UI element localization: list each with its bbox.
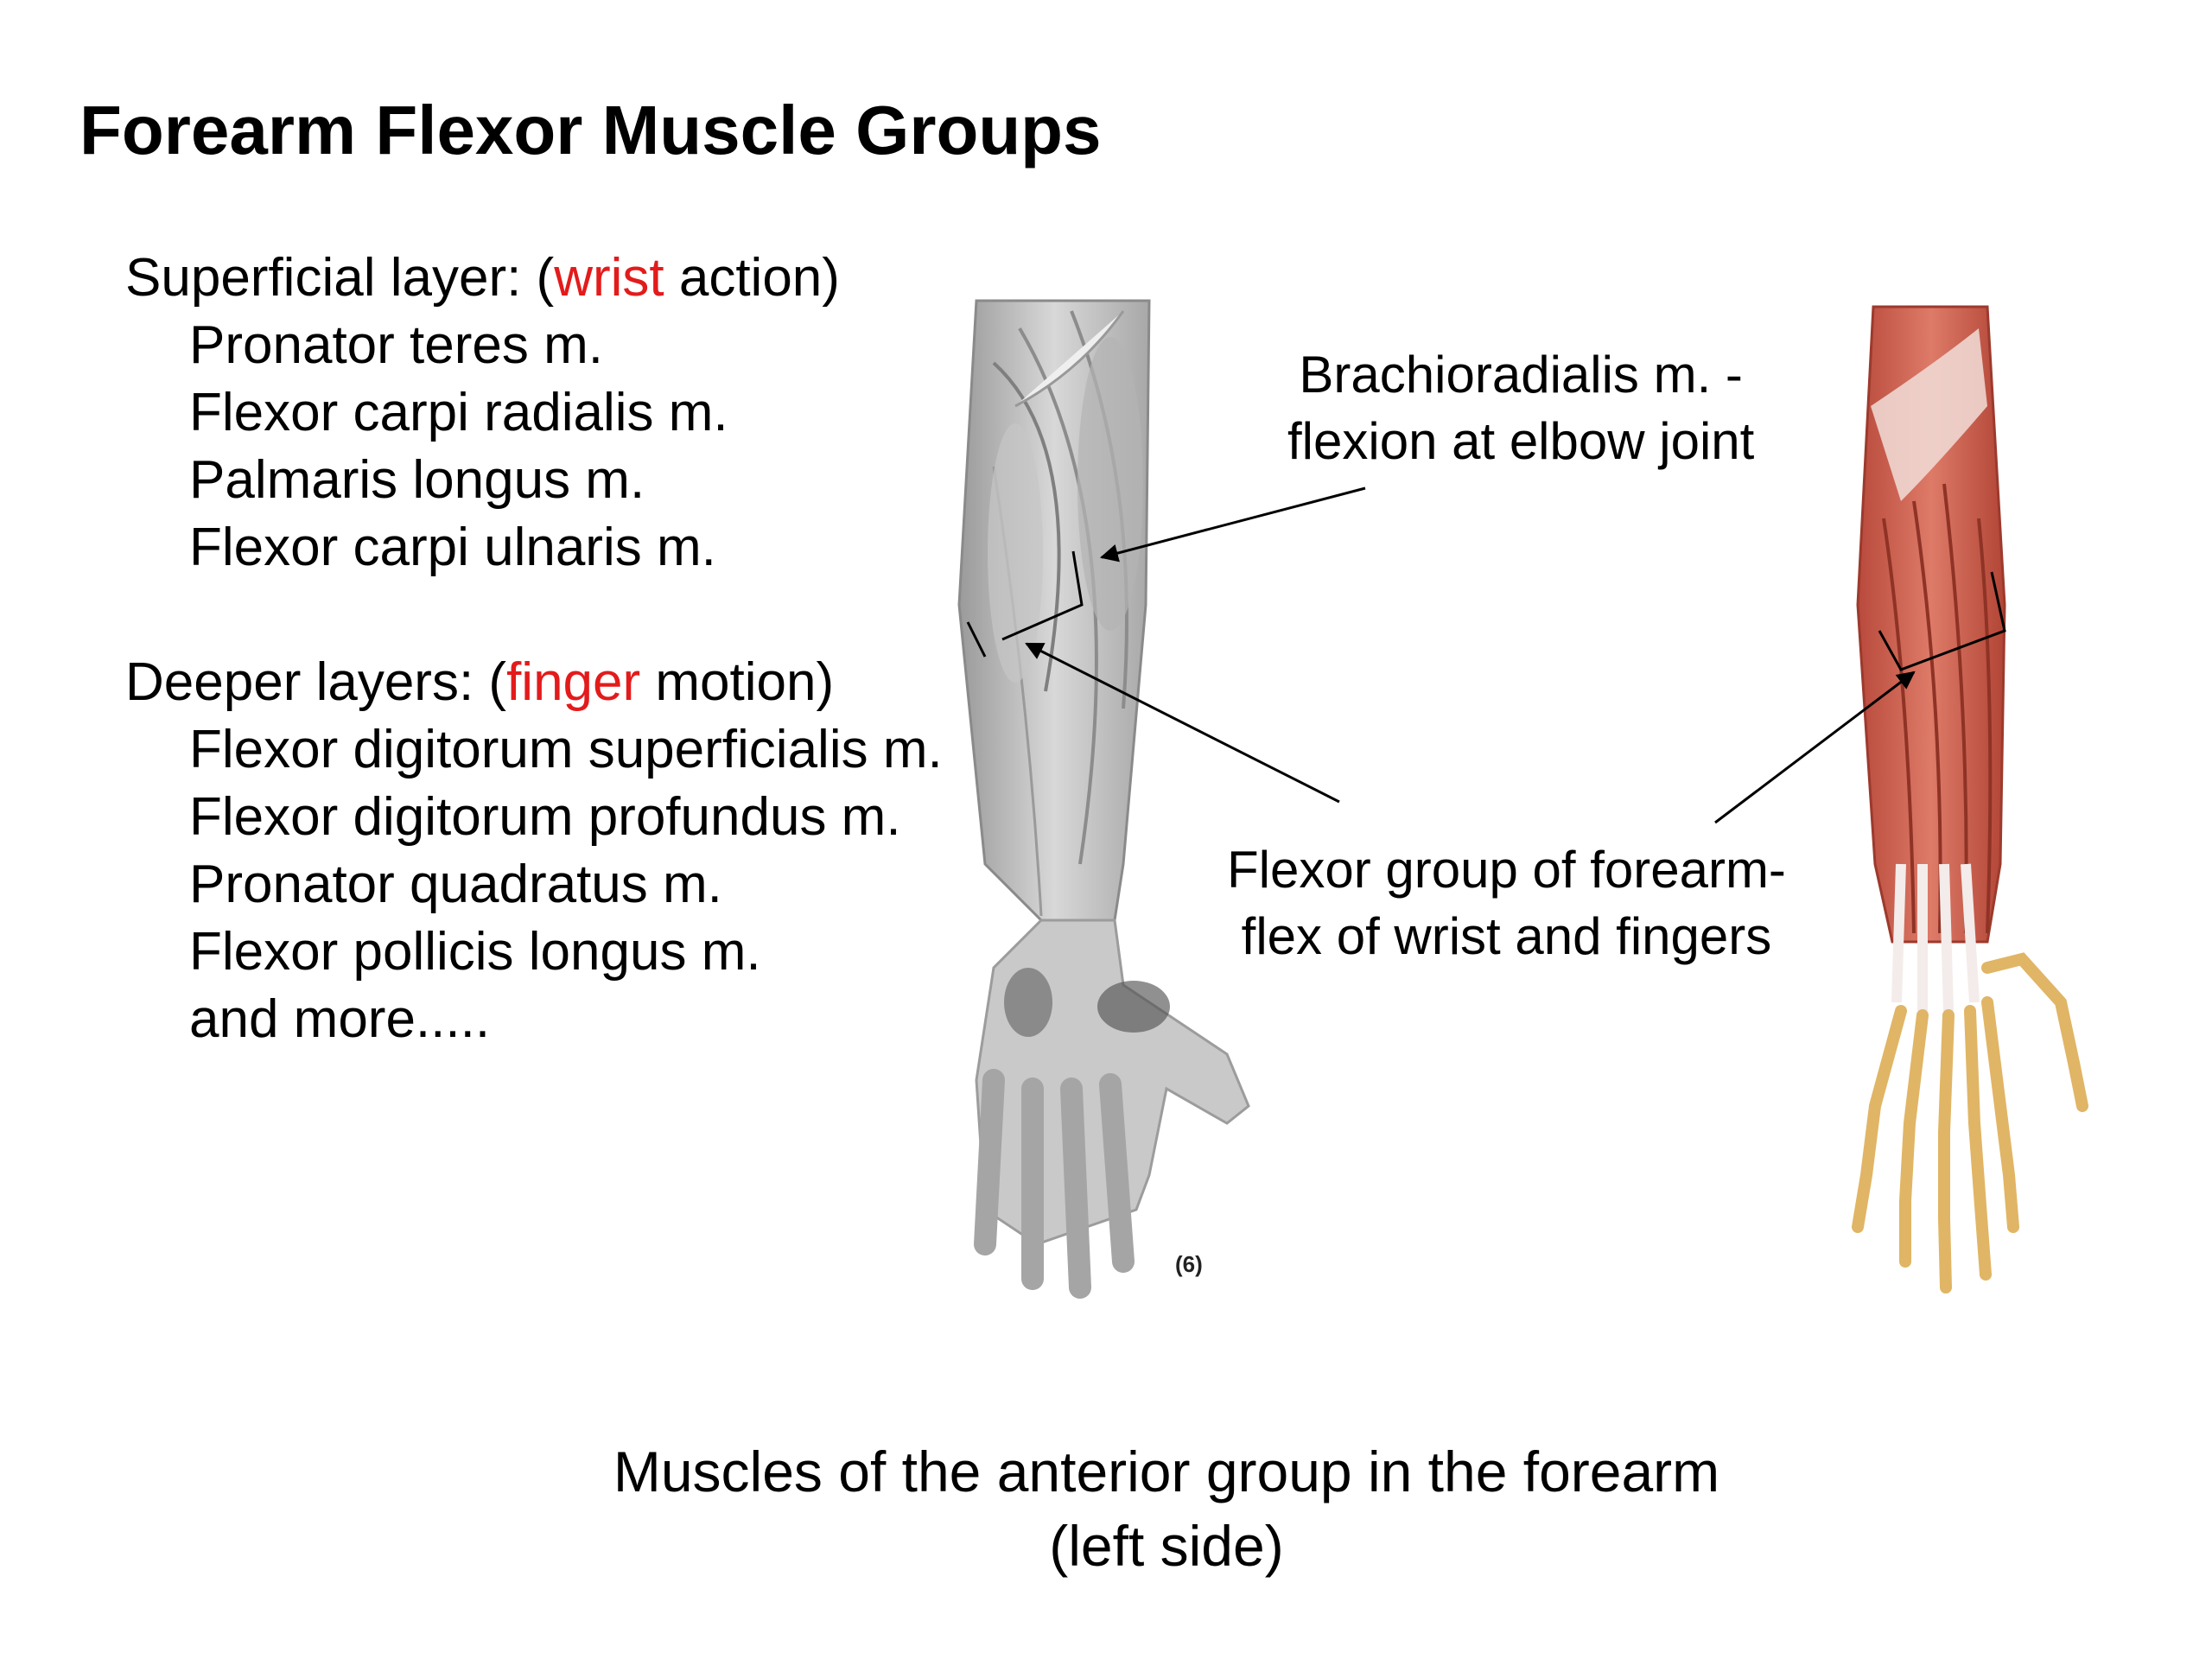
list-item: and more..... xyxy=(189,989,491,1049)
red-arm-illustration xyxy=(1852,305,2088,1294)
figure-number-label: (6) xyxy=(1175,1251,1203,1277)
deeper-suffix: motion) xyxy=(640,652,835,712)
arrow-brachioradialis xyxy=(1099,486,1366,563)
list-item: Flexor carpi radialis m. xyxy=(189,383,728,442)
list-item: Flexor carpi ulnaris m. xyxy=(189,518,716,577)
superficial-accent-word: wrist xyxy=(554,248,664,308)
list-item: Flexor digitorum profundus m. xyxy=(189,787,901,847)
list-item: Pronator quadratus m. xyxy=(189,855,722,914)
superficial-layer-section: Superficial layer: (wrist action) Pronat… xyxy=(125,245,840,582)
page-title: Forearm Flexor Muscle Groups xyxy=(79,92,1102,168)
list-item: Palmaris longus m. xyxy=(189,450,645,510)
figure-caption: Muscles of the anterior group in the for… xyxy=(0,1434,2212,1583)
superficial-prefix: Superficial layer: ( xyxy=(125,248,555,308)
flexor-group-label-line: Flexor group of forearm- xyxy=(1227,841,1786,899)
list-item: Flexor digitorum superficialis m. xyxy=(189,720,943,779)
arrow-flexor-left xyxy=(1025,642,1340,804)
list-item: Flexor pollicis longus m. xyxy=(189,922,761,982)
deeper-layers-section: Deeper layers: (finger motion) Flexor di… xyxy=(125,649,943,1053)
superficial-layer-heading: Superficial layer: (wrist action) xyxy=(125,245,840,312)
flexor-group-label-line: flex of wrist and fingers xyxy=(1241,907,1772,965)
superficial-suffix: action) xyxy=(664,248,840,308)
deeper-accent-word: finger xyxy=(506,652,641,712)
caption-line: Muscles of the anterior group in the for… xyxy=(613,1440,1720,1503)
brachioradialis-label-line: flexion at elbow joint xyxy=(1287,412,1755,470)
deeper-layers-heading: Deeper layers: (finger motion) xyxy=(125,649,943,716)
arrow-flexor-right xyxy=(1714,671,1916,824)
brachioradialis-label: Brachioradialis m. - flexion at elbow jo… xyxy=(1287,341,1754,474)
caption-line: (left side) xyxy=(1049,1514,1284,1578)
list-item: Pronator teres m. xyxy=(189,315,603,375)
deeper-prefix: Deeper layers: ( xyxy=(125,652,507,712)
brachioradialis-label-line: Brachioradialis m. - xyxy=(1299,346,1743,404)
flexor-group-label: Flexor group of forearm- flex of wrist a… xyxy=(1227,836,1786,969)
gray-arm-illustration xyxy=(957,299,1250,1299)
leader-arrows xyxy=(1025,486,1916,824)
hand-bones xyxy=(1852,952,2088,1294)
